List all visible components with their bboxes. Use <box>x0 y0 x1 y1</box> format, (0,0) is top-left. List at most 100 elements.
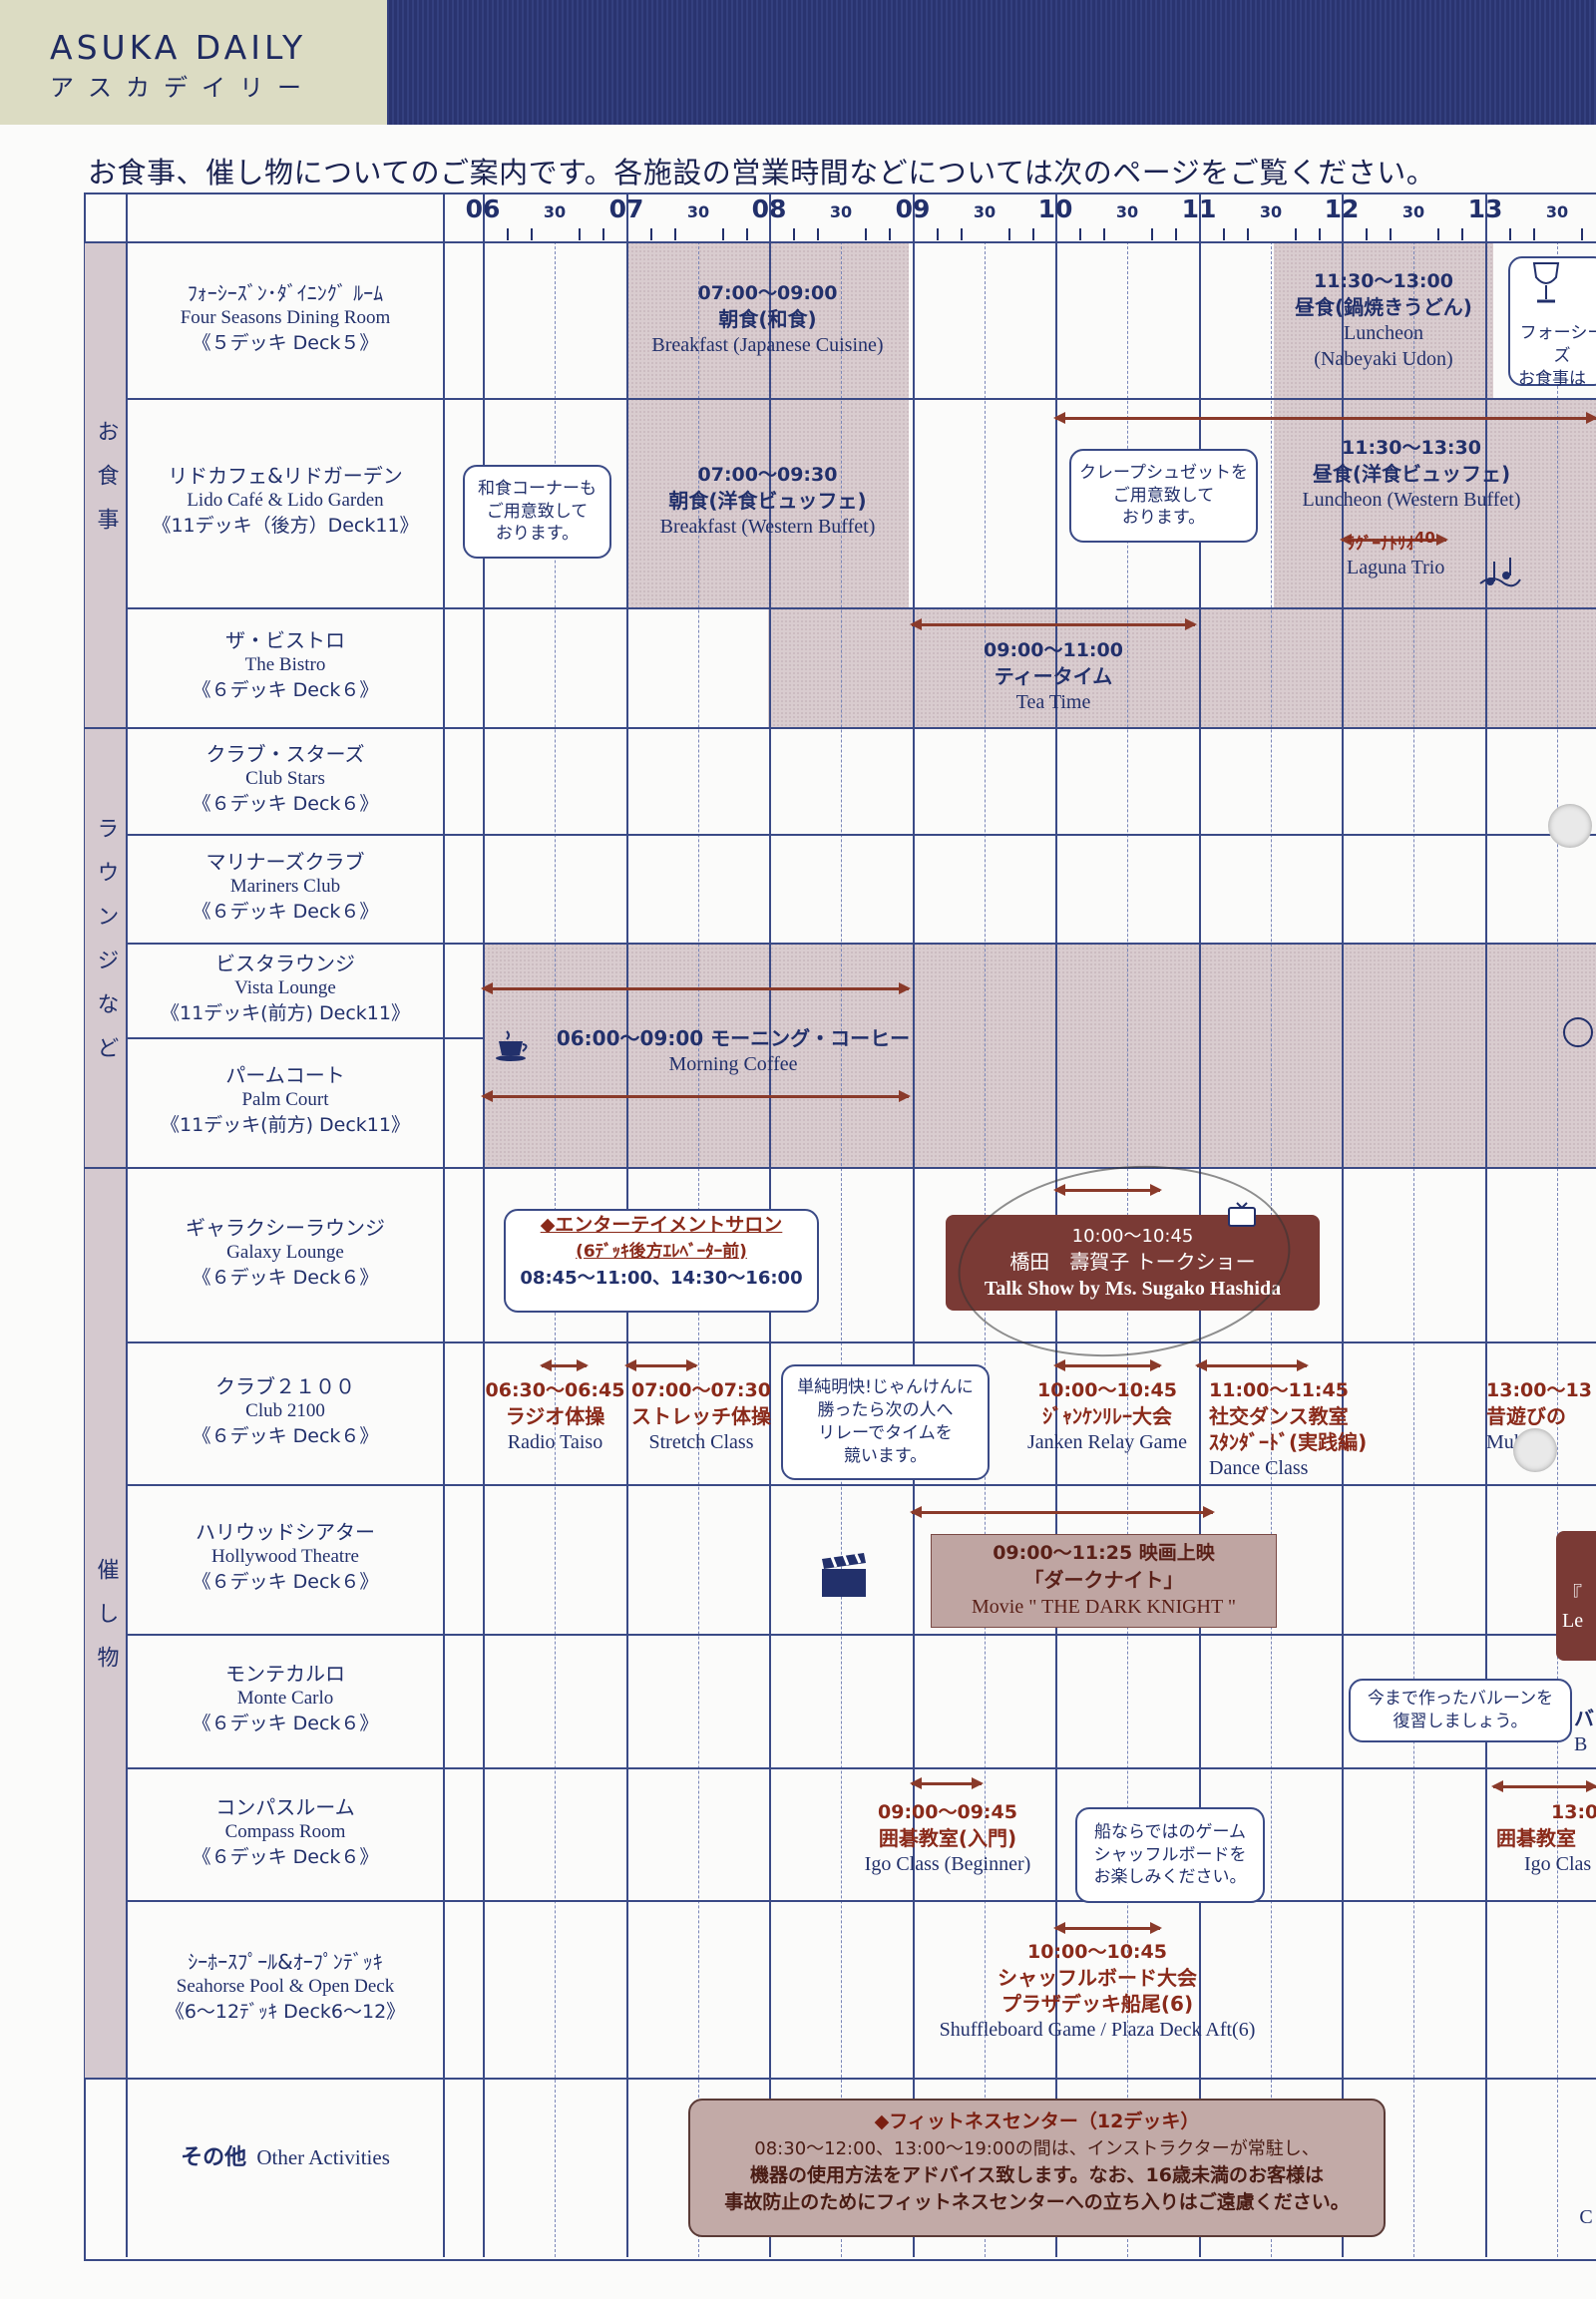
venue-deck: 《６デッキ Deck６》 <box>192 1424 379 1447</box>
half-hour-label: 30 <box>686 202 710 221</box>
hour-label-12: 12 <box>1324 194 1360 223</box>
music-notes-icon <box>1476 554 1522 593</box>
group-events: 催し物 <box>85 1169 126 2078</box>
arrow-stretch <box>624 1359 698 1371</box>
janken-note: 単純明快!じゃんけんに勝ったら次の人へリレーでタイムを競います。 <box>781 1364 990 1480</box>
arrow-janken <box>1053 1359 1162 1371</box>
theatre-right-box: 『 Le <box>1556 1531 1596 1661</box>
hour-line-06 <box>483 192 485 2257</box>
venue-en: Palm Court <box>241 1089 329 1110</box>
lido-japanese-note: 和食コーナーもご用意致しております。 <box>463 465 611 559</box>
venue-deck: 《５デッキ Deck５》 <box>192 331 379 354</box>
venue-en: Lido Café & Lido Garden <box>187 490 384 511</box>
entertainment-salon-box: ◆エンターテイメントサロン (6ﾃﾞｯｷ後方ｴﾚﾍﾞｰﾀｰ前) 08:45〜11… <box>504 1209 819 1313</box>
venue-en: Club Stars <box>245 768 325 789</box>
half-hour-label: 30 <box>1401 202 1425 221</box>
shuffleboard-note: 船ならではのゲームシャッフルボードをお楽しみください。 <box>1075 1807 1265 1903</box>
venue-en: Mariners Club <box>229 876 341 897</box>
hour-label-11: 11 <box>1181 194 1217 223</box>
arrow-lido-lunch-span <box>1053 412 1596 424</box>
balloon-note: 今まで作ったバルーンを復習しましょう。 <box>1349 1679 1572 1742</box>
arrow-shuffleboard <box>1053 1922 1162 1934</box>
row-line <box>126 1900 1596 1902</box>
half-hour-label: 30 <box>973 202 997 221</box>
minor-tick <box>746 228 748 240</box>
venue-ja: ビスタラウンジ <box>215 952 355 975</box>
venue-ja: モンテカルロ <box>225 1662 345 1686</box>
venue-ja: ﾌｫｰｼｰｽﾞﾝ･ﾀﾞｲﾆﾝｸﾞ ﾙｰﾑ <box>187 281 384 305</box>
event-igo: 09:00〜09:45 囲碁教室(入門) Igo Class (Beginner… <box>864 1801 1031 1875</box>
minor-tick <box>1366 228 1368 240</box>
minor-tick <box>1079 228 1081 240</box>
hour-line-13 <box>1485 192 1487 2257</box>
event-lido-breakfast: 07:00〜09:30 朝食(洋食ビュッフェ) Breakfast (Weste… <box>659 464 876 538</box>
half-hour-label: 30 <box>1115 202 1139 221</box>
minor-tick <box>1151 228 1153 240</box>
brand-box <box>0 0 387 125</box>
row-line <box>126 1634 1596 1636</box>
half-hour-line <box>841 241 842 2257</box>
minor-tick <box>650 228 652 240</box>
fill-lido-breakfast <box>626 398 909 607</box>
arrow-talk-show <box>1053 1184 1162 1196</box>
arrow-igo <box>910 1777 984 1789</box>
intro-text: お食事、催し物についてのご案内です。各施設の営業時間などについては次のページをご… <box>88 156 1436 190</box>
arrow-radio <box>540 1359 589 1371</box>
venue-deck: 《６デッキ Deck６》 <box>192 792 379 815</box>
arrow-coffee-vista <box>481 982 911 994</box>
venue-deck: 《6〜12ﾃﾞｯｷ Deck6〜12》 <box>165 2000 406 2023</box>
venue-deck: 《11デッキ(前方) Deck11》 <box>161 1001 410 1024</box>
hour-label-10: 10 <box>1037 194 1073 223</box>
arrow-movie <box>910 1506 1215 1518</box>
minor-tick <box>1175 228 1177 240</box>
minor-tick <box>722 228 724 240</box>
event-shuffleboard: 10:00〜10:45 シャッフルボード大会 プラザデッキ船尾(6) Shuff… <box>939 1941 1256 2041</box>
venue-ja: ハリウッドシアター <box>196 1520 375 1544</box>
hour-label-06: 06 <box>465 194 501 223</box>
arrow-laguna <box>1340 534 1448 546</box>
arrow-dance <box>1195 1359 1309 1371</box>
minor-tick <box>1533 228 1535 240</box>
row-line <box>84 1167 1596 1169</box>
event-fs-breakfast: 07:00〜09:00 朝食(和食) Breakfast (Japanese C… <box>651 282 884 356</box>
arrow-coffee-palm <box>481 1090 911 1102</box>
fs-right-note: フォーシーズお食事は <box>1508 256 1596 389</box>
minor-tick <box>1509 228 1511 240</box>
talk-show-box: 10:00〜10:45 橋田 壽賀子 トークショー Talk Show by M… <box>946 1215 1320 1311</box>
row-line <box>126 607 1596 609</box>
fill-bistro <box>768 607 1596 727</box>
venue-deck: 《６デッキ Deck６》 <box>192 678 379 701</box>
row-line <box>126 943 1596 945</box>
binder-hole <box>1513 1428 1557 1472</box>
venue-deck: 《６デッキ Deck６》 <box>192 1266 379 1289</box>
minor-tick <box>1319 228 1321 240</box>
venue-ja: マリナーズクラブ <box>205 850 365 874</box>
group-lounge: ラウンジなど <box>85 729 126 1167</box>
minor-tick <box>1390 228 1392 240</box>
event-janken: 10:00〜10:45 ｼﾞｬﾝｹﾝﾘﾚｰ大会 Janken Relay Gam… <box>1027 1379 1187 1453</box>
hour-label-09: 09 <box>895 194 931 223</box>
half-hour-label: 30 <box>1259 202 1283 221</box>
row-line <box>84 2078 1596 2080</box>
fill-fs-lunch <box>1274 241 1493 398</box>
row-line <box>84 241 1596 243</box>
event-laguna-trio: ﾗｸﾞｰﾅﾄﾘｵ40 Laguna Trio <box>1347 529 1445 579</box>
hour-line-12 <box>1342 192 1344 2257</box>
venue-ja: クラブ・スターズ <box>205 742 365 766</box>
minor-tick <box>1008 228 1010 240</box>
venue-en: Club 2100 <box>245 1400 325 1421</box>
other-activities-label: その他 Other Activities <box>181 2145 390 2170</box>
clapperboard-icon <box>818 1551 870 1601</box>
wine-glass-icon <box>1526 259 1566 307</box>
hour-label-08: 08 <box>751 194 787 223</box>
half-hour-line <box>1413 241 1414 2257</box>
partial-icon-right <box>1556 1012 1596 1052</box>
minor-tick <box>531 228 533 240</box>
event-lido-lunch: 11:30〜13:30 昼食(洋食ビュッフェ) Luncheon (Wester… <box>1302 437 1521 511</box>
venue-deck: 《６デッキ Deck６》 <box>192 1570 379 1593</box>
event-tea-time: 09:00〜11:00 ティータイム Tea Time <box>984 639 1123 713</box>
